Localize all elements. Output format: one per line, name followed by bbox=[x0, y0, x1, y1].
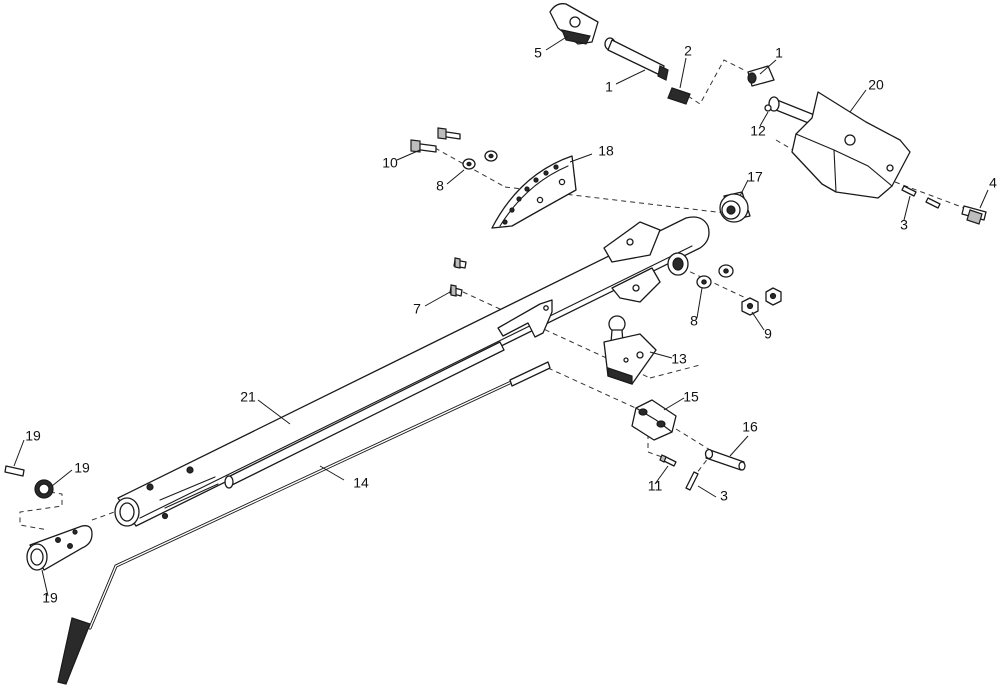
callout-2: 2 bbox=[684, 43, 692, 59]
pin-19 bbox=[4, 465, 25, 477]
callout-8-mid: 8 bbox=[690, 313, 698, 329]
callout-15: 15 bbox=[683, 389, 699, 405]
bracket-20 bbox=[768, 91, 911, 199]
callout-12: 12 bbox=[750, 123, 766, 139]
screws-7 bbox=[449, 257, 467, 297]
grip-5 bbox=[549, 3, 599, 45]
nuts-9 bbox=[741, 287, 782, 316]
end-tube-19 bbox=[26, 525, 93, 571]
clevis-1 bbox=[747, 65, 775, 87]
callout-18: 18 bbox=[598, 143, 614, 159]
callout-3-right: 3 bbox=[900, 217, 908, 233]
callout-3-bottom: 3 bbox=[720, 488, 728, 504]
bushing-17 bbox=[719, 191, 751, 223]
callout-9: 9 bbox=[764, 326, 772, 342]
control-rod-14 bbox=[57, 361, 551, 685]
pins-3-right bbox=[901, 185, 941, 209]
small-ball-12 bbox=[764, 104, 772, 112]
callout-10: 10 bbox=[382, 155, 398, 171]
callout-19-grommet: 19 bbox=[74, 460, 90, 476]
callout-5: 5 bbox=[534, 45, 542, 61]
callout-labels: 5 1 2 1 20 12 10 18 8 17 4 3 7 8 9 13 21… bbox=[25, 43, 997, 606]
pin-11 bbox=[659, 454, 677, 467]
callout-19-pin: 19 bbox=[25, 428, 41, 444]
grommet-19 bbox=[34, 479, 54, 499]
washers-8-mid bbox=[696, 264, 734, 289]
main-tube-21 bbox=[114, 216, 710, 527]
inner-rod bbox=[224, 341, 505, 489]
callout-8-top: 8 bbox=[436, 178, 444, 194]
callout-19-tube: 19 bbox=[42, 590, 58, 606]
bolt-4 bbox=[961, 205, 987, 225]
control-box-13 bbox=[603, 315, 657, 385]
callout-17: 17 bbox=[747, 169, 763, 185]
coupler-15 bbox=[631, 399, 677, 441]
callout-21: 21 bbox=[240, 389, 256, 405]
callout-20: 20 bbox=[868, 77, 884, 93]
callout-1-upper: 1 bbox=[605, 79, 613, 95]
callout-16: 16 bbox=[742, 419, 758, 435]
callout-13: 13 bbox=[671, 351, 687, 367]
callout-11: 11 bbox=[648, 478, 663, 494]
callout-1-right: 1 bbox=[775, 45, 783, 61]
notched-quadrant-18 bbox=[491, 155, 577, 229]
callout-7: 7 bbox=[413, 301, 421, 317]
rod-1-upper bbox=[604, 37, 669, 81]
bolts-10 bbox=[410, 127, 461, 153]
callout-14: 14 bbox=[353, 475, 369, 491]
washers-8-top bbox=[462, 150, 498, 170]
pin-3-bottom bbox=[685, 471, 699, 491]
leader-lines bbox=[13, 35, 989, 597]
callout-4: 4 bbox=[989, 175, 997, 191]
spring-2 bbox=[667, 87, 691, 105]
pin-16 bbox=[704, 448, 746, 471]
